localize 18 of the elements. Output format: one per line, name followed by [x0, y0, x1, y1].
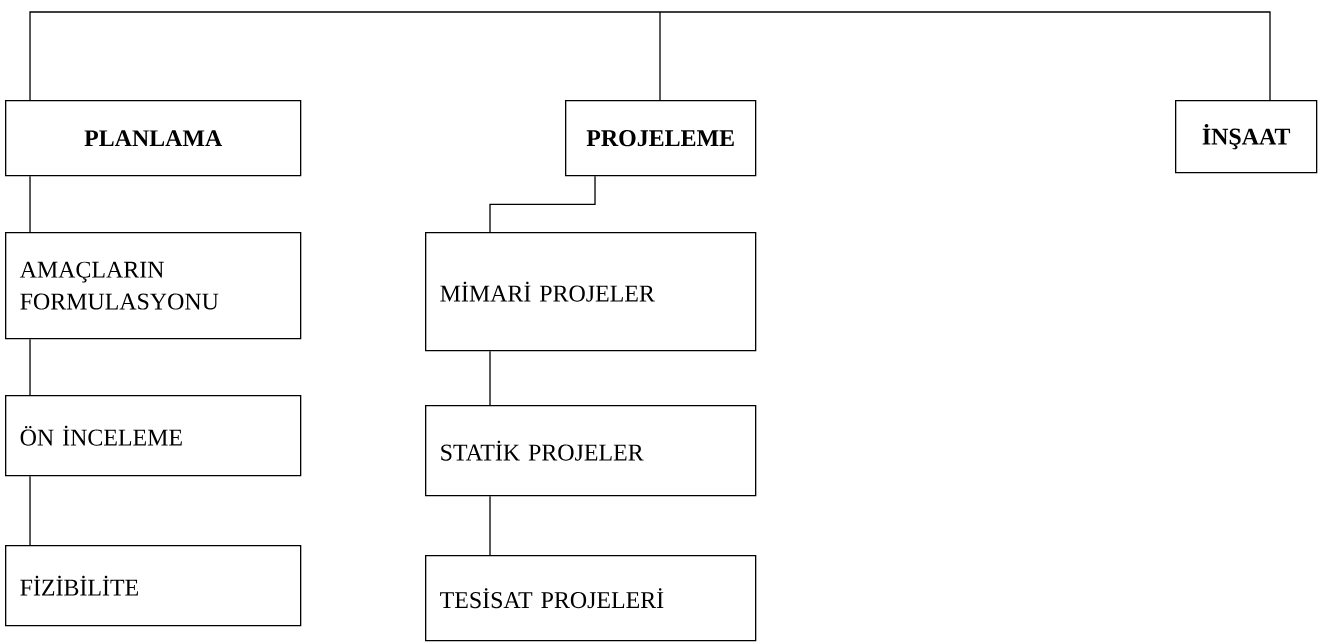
step-box: ÖN İNCELEME: [5, 395, 302, 477]
bracket-line: [29, 11, 661, 101]
bracket-line: [659, 11, 661, 101]
step-box: TESİSAT PROJELERİ: [425, 555, 757, 642]
step-box: MİMARİ PROJELER: [425, 232, 757, 352]
step-box: FİZİBİLİTE: [5, 545, 302, 627]
connector-line: [489, 495, 491, 556]
stage-box: PROJELEME: [565, 100, 757, 177]
connector-line: [489, 175, 596, 233]
connector-line: [29, 338, 31, 396]
bracket-line: [659, 11, 1271, 101]
step-box: STATİK PROJELER: [425, 405, 757, 497]
connector-line: [29, 175, 31, 233]
connector-line: [29, 475, 31, 546]
stage-box: İNŞAAT: [1175, 100, 1318, 174]
stage-box: PLANLAMA: [5, 100, 302, 177]
step-box: AMAÇLARIN FORMULASYONU: [5, 232, 302, 340]
connector-line: [489, 350, 491, 406]
